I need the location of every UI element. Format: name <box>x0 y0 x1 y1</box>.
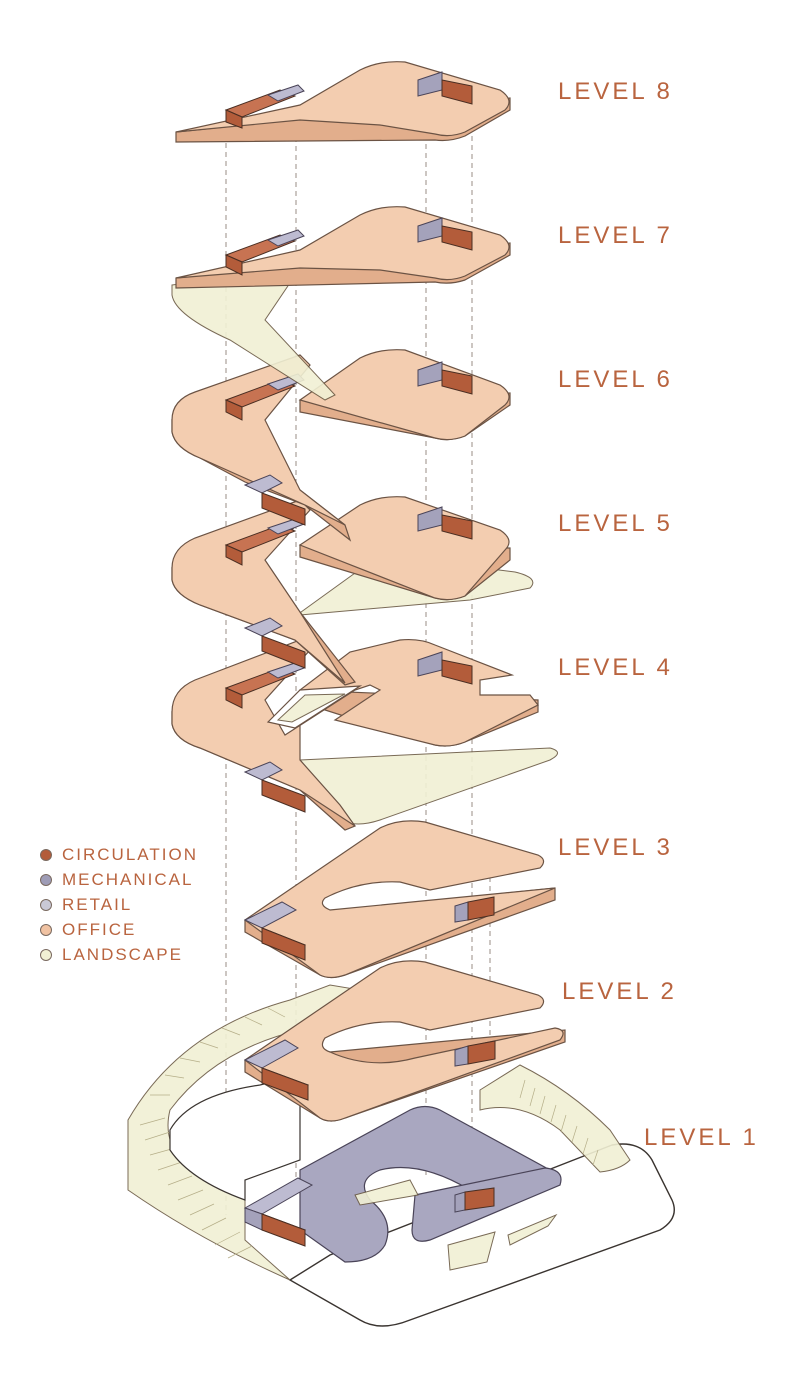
legend-label: CIRCULATION <box>62 844 198 864</box>
landscape-pad <box>447 1231 496 1271</box>
level-label-2: LEVEL 2 <box>562 978 677 1005</box>
legend-swatch <box>40 848 52 861</box>
office-floor-slab-west <box>171 499 346 684</box>
legend: CIRCULATION MECHANICAL RETAIL OFFICE LAN… <box>40 842 198 967</box>
legend-swatch <box>40 898 52 911</box>
mechanical-core <box>454 901 469 923</box>
mechanical-core <box>243 617 283 637</box>
landscape-pad <box>507 1213 558 1246</box>
landscape-hatch-right <box>519 1079 599 1166</box>
level-3-plate <box>243 820 556 979</box>
retail-mass <box>299 1105 555 1263</box>
circulation-core <box>261 1067 309 1101</box>
level-label-5: LEVEL 5 <box>558 510 673 537</box>
circulation-core <box>225 254 243 276</box>
landscape-terrace <box>171 267 336 401</box>
landscape-slope-right <box>479 1064 631 1173</box>
level-label-6: LEVEL 6 <box>558 366 673 393</box>
office-floor-slab <box>243 960 564 1122</box>
legend-item-landscape: LANDSCAPE <box>40 942 198 967</box>
circulation-core <box>261 927 306 961</box>
circulation-core <box>441 514 473 540</box>
courtyard-left <box>169 1074 301 1201</box>
circulation-core <box>261 779 306 813</box>
circulation-core <box>441 659 473 685</box>
circulation-core <box>441 79 473 105</box>
landscape-slope-left <box>127 984 362 1281</box>
mechanical-core <box>454 1191 466 1213</box>
level-5-plate <box>171 496 534 686</box>
mechanical-core <box>243 761 283 781</box>
site-base <box>288 1143 675 1327</box>
legend-label: RETAIL <box>62 894 133 914</box>
mechanical-core <box>243 901 298 929</box>
mechanical-core <box>454 1045 469 1067</box>
level-6-plate <box>171 349 511 542</box>
circulation-core <box>261 635 306 669</box>
legend-item-office: OFFICE <box>40 917 198 942</box>
office-floor-slab-west <box>171 354 346 526</box>
legend-swatch <box>40 948 52 961</box>
legend-item-mechanical: MECHANICAL <box>40 867 198 892</box>
circulation-core <box>225 544 243 566</box>
circulation-core <box>464 1187 495 1211</box>
level-label-8: LEVEL 8 <box>558 78 673 105</box>
landscape-pad <box>354 1179 419 1206</box>
office-floor-slab <box>243 820 556 979</box>
legend-item-retail: RETAIL <box>40 892 198 917</box>
level-label-4: LEVEL 4 <box>558 654 673 681</box>
legend-label: OFFICE <box>62 919 137 939</box>
circulation-core <box>261 1213 306 1247</box>
circulation-core <box>467 896 495 921</box>
office-floor-slab-east <box>298 349 510 441</box>
level-7-plate <box>171 206 511 401</box>
level-label-7: LEVEL 7 <box>558 222 673 249</box>
level-8-plate <box>175 61 511 143</box>
mechanical-core <box>266 229 305 247</box>
legend-swatch <box>40 873 52 886</box>
legend-swatch <box>40 923 52 936</box>
circulation-core <box>225 399 243 421</box>
circulation-core <box>225 109 243 129</box>
circulation-core <box>225 687 243 709</box>
level-2-plate <box>243 960 566 1122</box>
circulation-core <box>467 1040 496 1065</box>
level-label-1: LEVEL 1 <box>644 1124 759 1151</box>
level-4-plate <box>171 638 558 831</box>
circulation-core <box>441 369 473 395</box>
mechanical-core <box>266 84 305 102</box>
legend-label: MECHANICAL <box>62 869 194 889</box>
landscape-hatch-left <box>139 1007 286 1259</box>
legend-item-circulation: CIRCULATION <box>40 842 198 867</box>
mechanical-core <box>243 1039 299 1069</box>
atrium-landscape <box>276 693 346 723</box>
level-label-3: LEVEL 3 <box>558 834 673 861</box>
mechanical-core <box>243 474 283 494</box>
level-1-plate <box>127 984 675 1327</box>
legend-label: LANDSCAPE <box>62 944 183 964</box>
circulation-core <box>261 492 306 526</box>
circulation-core <box>441 225 473 251</box>
